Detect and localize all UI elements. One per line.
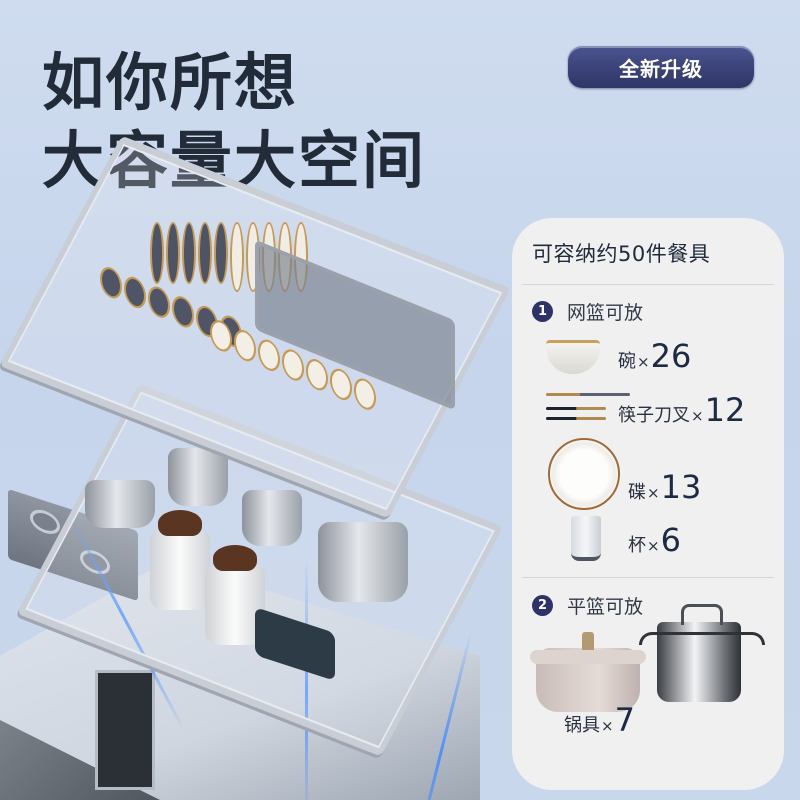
item-plates: 碟 × 13 — [628, 471, 701, 504]
dutch-oven-icon — [530, 632, 646, 712]
section-label: 平篮可放 — [567, 596, 644, 618]
item-cookware: 锅具 × 7 — [564, 704, 635, 737]
cup-icon — [571, 516, 601, 561]
multiplier: × — [647, 537, 660, 555]
divider — [522, 577, 774, 578]
pot-icon — [168, 448, 228, 506]
plate-icon — [548, 438, 620, 510]
headline-line-1: 如你所想 — [42, 46, 299, 119]
item-count: 26 — [650, 337, 692, 375]
section-flat-basket: 2 平篮可放 — [532, 592, 643, 619]
item-count: 13 — [660, 468, 702, 506]
item-cups: 杯 × 6 — [628, 524, 681, 557]
upgrade-badge: 全新升级 — [568, 46, 754, 88]
capacity-card: 可容纳约50件餐具 1 网篮可放 碗 × 26 筷子刀叉 × 12 碟 × 13… — [512, 218, 784, 790]
item-name: 锅具 — [564, 715, 600, 736]
multiplier: × — [601, 717, 614, 735]
item-name: 碗 — [618, 351, 636, 372]
number-badge: 1 — [532, 301, 553, 322]
stock-pot-icon — [318, 522, 408, 602]
headline: 如你所想 大容量大空间 — [42, 44, 426, 200]
pot-icon — [85, 480, 155, 528]
item-cutlery: 筷子刀叉 × 12 — [618, 394, 745, 427]
light-beam — [305, 560, 308, 800]
item-bowls: 碗 × 26 — [618, 340, 691, 373]
multiplier: × — [637, 353, 650, 371]
card-title: 可容纳约50件餐具 — [532, 242, 711, 266]
number-badge: 2 — [532, 595, 553, 616]
item-count: 12 — [704, 391, 746, 429]
pot-icon — [242, 490, 302, 546]
stock-pot-icon — [639, 604, 765, 702]
item-count: 7 — [614, 701, 635, 739]
item-name: 筷子刀叉 — [618, 405, 690, 426]
bowl-icon — [546, 340, 600, 374]
kettle-icon — [205, 545, 265, 645]
burner-icon — [30, 506, 60, 538]
product-scene — [0, 135, 511, 800]
section-label: 网篮可放 — [567, 302, 644, 324]
item-name: 碟 — [628, 482, 646, 503]
section-wire-basket: 1 网篮可放 — [532, 298, 643, 325]
divider — [522, 284, 774, 285]
kettle-icon — [150, 510, 210, 610]
oven-cabinet — [95, 670, 155, 790]
headline-line-2: 大容量大空间 — [42, 124, 427, 197]
multiplier: × — [647, 484, 660, 502]
item-name: 杯 — [628, 535, 646, 556]
multiplier: × — [691, 407, 704, 425]
cutlery-icon — [546, 393, 631, 423]
item-count: 6 — [660, 521, 681, 559]
